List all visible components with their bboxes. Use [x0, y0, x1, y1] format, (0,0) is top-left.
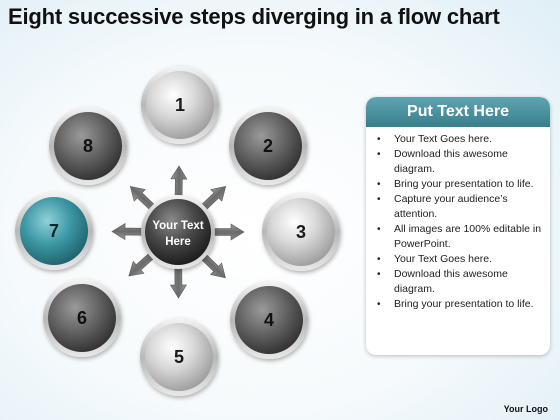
panel-header: Put Text Here [366, 97, 550, 127]
step-node-3: 3 [262, 193, 340, 271]
step-label: 7 [49, 221, 59, 241]
step-label: 1 [175, 95, 185, 115]
list-item: Bring your presentation to life. [376, 177, 542, 192]
step-label: 2 [263, 136, 273, 156]
step-label: 5 [174, 347, 184, 367]
hub-text-line2: Here [165, 236, 191, 248]
list-item: Your Text Goes here. [376, 132, 542, 147]
hub-circle: Your Text Here [141, 195, 215, 269]
step-node-1: 1 [141, 66, 219, 144]
step-label: 6 [77, 308, 87, 328]
list-item: All images are 100% editable in PowerPoi… [376, 222, 542, 252]
page-title: Eight successive steps diverging in a fl… [8, 4, 500, 29]
step-node-8: 8 [49, 107, 127, 185]
list-item: Capture your audience’s attention. [376, 192, 542, 222]
logo-text: Your Logo [503, 404, 548, 414]
step-node-7: 7 [15, 192, 93, 270]
step-label: 3 [296, 222, 306, 242]
step-label: 8 [83, 136, 93, 156]
nodes-group: 1 2 3 4 5 6 7 8 [15, 66, 340, 396]
list-item: Your Text Goes here. [376, 252, 542, 267]
text-panel: Put Text Here Your Text Goes here. Downl… [366, 97, 550, 355]
list-item: Download this awesome diagram. [376, 147, 542, 177]
list-item: Bring your presentation to life. [376, 297, 542, 312]
panel-list: Your Text Goes here. Download this aweso… [366, 127, 550, 312]
step-node-5: 5 [140, 318, 218, 396]
step-node-2: 2 [229, 107, 307, 185]
step-node-6: 6 [43, 279, 121, 357]
step-label: 4 [264, 310, 274, 330]
hub-text-line1: Your Text [152, 220, 203, 232]
step-node-4: 4 [230, 281, 308, 359]
list-item: Download this awesome diagram. [376, 267, 542, 297]
